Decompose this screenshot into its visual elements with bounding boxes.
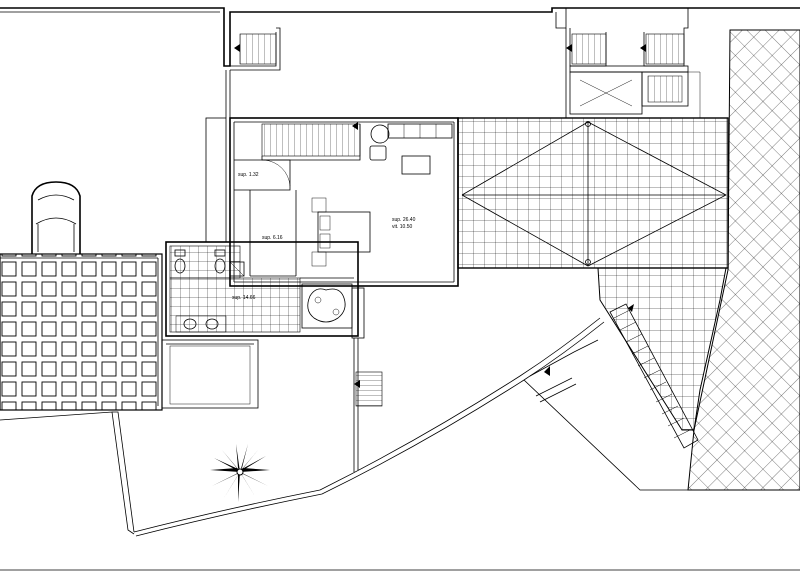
label-bedroom-volume: vit. 10.50	[392, 224, 413, 230]
bathtub-symbol	[301, 283, 353, 329]
roof-terrace	[457, 117, 729, 269]
label-hall-area: sup. 1.32	[238, 172, 259, 178]
staircase-symbol-upper-right-small	[647, 75, 683, 103]
label-bedroom-area: sup. 26.40	[392, 217, 416, 223]
upper-buildings	[0, 7, 800, 118]
bed-symbol	[311, 197, 371, 267]
staircase-symbol-diagonal	[609, 303, 699, 449]
label-dressing-area: sup. 6.16	[262, 235, 283, 241]
garden-boundaries	[0, 317, 800, 571]
staircase-symbol-bottom-center	[354, 371, 383, 407]
car-symbol	[31, 181, 81, 254]
building-walls	[205, 117, 459, 287]
left-patio	[0, 253, 163, 411]
palm-tree-symbol	[210, 444, 270, 502]
bathroom	[165, 241, 359, 337]
label-bathroom-area: sup. 14.66	[232, 295, 256, 301]
staircase-symbol-top-left	[234, 33, 277, 65]
staircase-symbol-top-right	[640, 33, 685, 65]
staircase-symbol-top-mid	[566, 33, 607, 65]
lower-rooms	[161, 339, 259, 409]
